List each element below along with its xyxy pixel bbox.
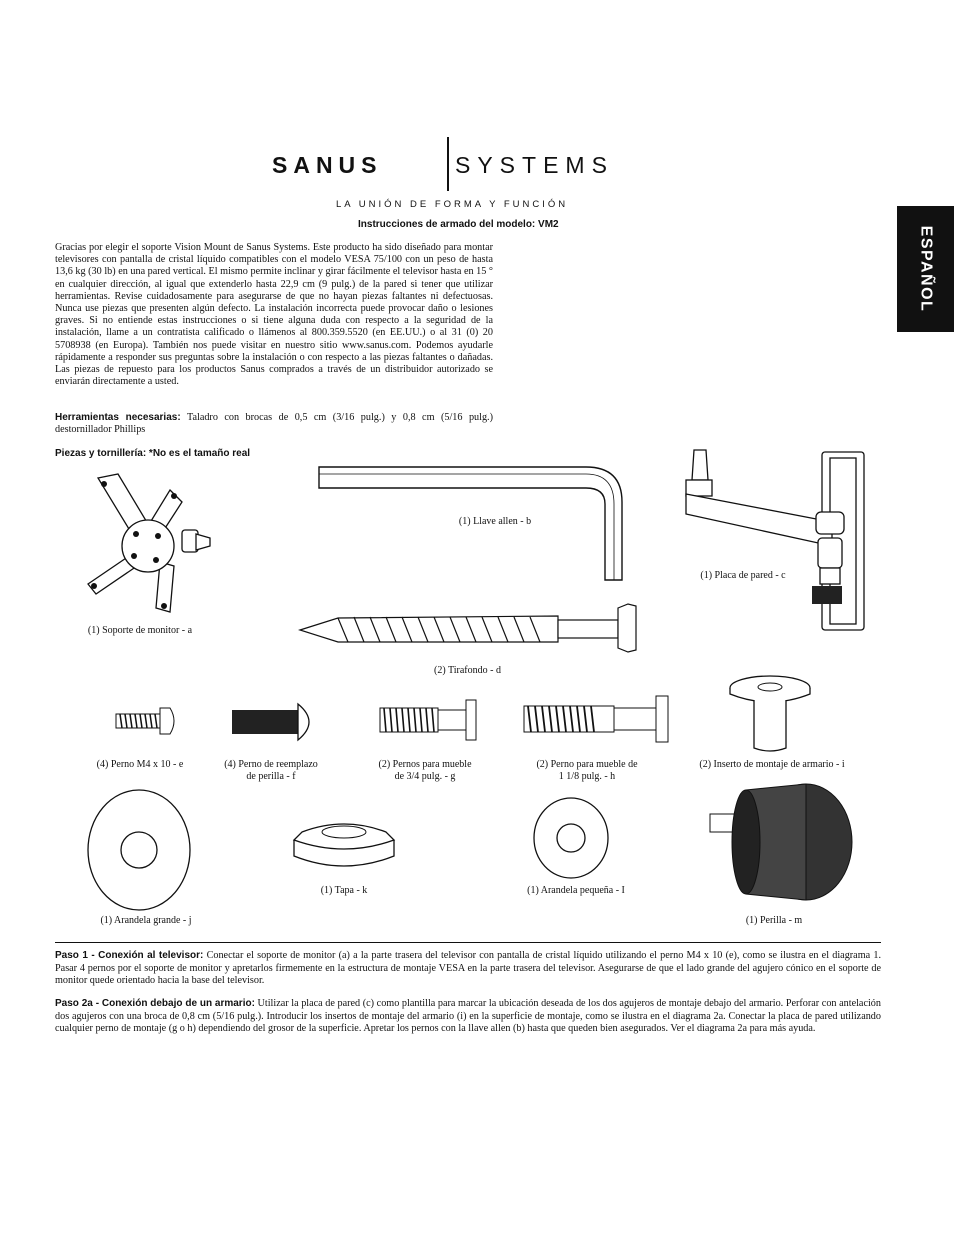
part-l-label: (1) Arandela pequeña - I: [527, 885, 625, 896]
intro-paragraph: Gracias por elegir el soporte Vision Mou…: [55, 242, 493, 388]
part-d-label: (2) Tirafondo - d: [434, 665, 501, 676]
part-m-label: (1) Perilla - m: [745, 915, 803, 926]
tagline: LA UNIÓN DE FORMA Y FUNCIÓN: [336, 199, 569, 210]
part-f-label-line1: (4) Perno de reemplazo: [224, 759, 318, 770]
part-g-label: (2) Pernos para mueble de 3/4 pulg. - g: [362, 759, 488, 783]
small-washer-illustration: [533, 797, 609, 879]
part-e-label: (4) Perno M4 x 10 - e: [96, 759, 184, 770]
part-g-label-line1: (2) Pernos para mueble: [378, 759, 472, 770]
step-2a: Paso 2a - Conexión debajo de un armario:…: [55, 998, 881, 1036]
furniture-bolt-g-illustration: [379, 699, 477, 741]
part-b-label: (1) Llave allen - b: [458, 516, 532, 527]
parts-heading: Piezas y tornillería: *No es el tamaño r…: [55, 448, 251, 459]
large-washer-illustration: [87, 789, 191, 911]
part-c-label: (1) Placa de pared - c: [700, 570, 786, 581]
brand-logo-systems: SYSTEMS: [455, 152, 614, 178]
tools-text: Taladro con brocas de 0,5 cm (3/16 pulg.…: [55, 412, 493, 436]
tools-heading: Herramientas necesarias:: [55, 412, 181, 423]
part-k-label: (1) Tapa - k: [320, 885, 368, 896]
allen-wrench-illustration: [318, 466, 623, 581]
part-h-label-line1: (2) Perno para mueble de: [536, 759, 638, 770]
step-2a-text: Utilizar la placa de pared (c) como plan…: [55, 998, 881, 1035]
language-tab: ESPAÑOL: [897, 206, 954, 332]
part-i-label: (2) Inserto de montaje de armario - i: [699, 759, 845, 770]
cabinet-insert-illustration: [729, 675, 811, 752]
furniture-bolt-h-illustration: [523, 695, 669, 743]
step-1: Paso 1 - Conexión al televisor: Conectar…: [55, 950, 881, 988]
section-divider: [55, 942, 881, 943]
brand-logo-sanus: SANUS: [272, 152, 383, 178]
part-g-label-line2: de 3/4 pulg. - g: [394, 771, 456, 782]
tools-paragraph: Herramientas necesarias: Taladro con bro…: [55, 412, 493, 436]
step-1-text: Conectar el soporte de monitor (a) a la …: [55, 950, 881, 987]
part-f-label: (4) Perno de reemplazo de perilla - f: [206, 759, 336, 783]
step-2a-heading: Paso 2a - Conexión debajo de un armario:: [55, 998, 255, 1009]
knob-bolt-illustration: [232, 702, 310, 742]
lag-screw-illustration: [298, 603, 637, 653]
part-h-label: (2) Perno para mueble de 1 1/8 pulg. - h: [522, 759, 652, 783]
page-title: Instrucciones de armado del modelo: VM2: [358, 219, 559, 230]
wall-plate-illustration: [685, 449, 865, 631]
part-h-label-line2: 1 1/8 pulg. - h: [558, 771, 616, 782]
knob-illustration: [709, 783, 853, 901]
bolt-m4-illustration: [115, 707, 175, 735]
language-tab-label: ESPAÑOL: [917, 225, 935, 313]
step-1-heading: Paso 1 - Conexión al televisor:: [55, 950, 204, 961]
part-j-label: (1) Arandela grande - j: [100, 915, 192, 926]
cap-illustration: [292, 823, 396, 867]
monitor-bracket-illustration: [87, 473, 211, 613]
logo-divider: [447, 137, 449, 191]
part-a-label: (1) Soporte de monitor - a: [87, 625, 193, 636]
part-f-label-line2: de perilla - f: [246, 771, 296, 782]
